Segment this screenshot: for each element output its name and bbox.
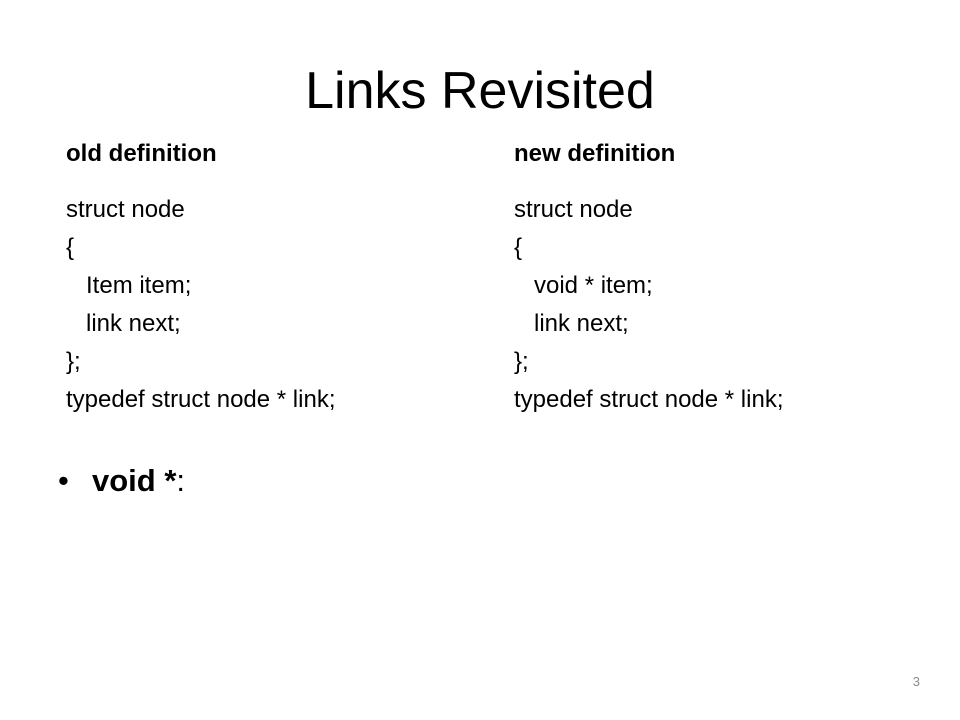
bullet-item: • void *: [58,459,185,503]
old-definition-column: old definition struct node { Item item; … [66,138,486,419]
code-line: { [66,234,75,261]
code-line: link next; [514,310,629,337]
code-line: Item item; [66,272,192,299]
old-definition-heading: old definition [66,140,217,167]
code-line: }; [66,348,81,375]
bullet-dot-icon: • [58,463,69,498]
bullet-term: void * [92,463,177,498]
new-definition-heading: new definition [514,140,676,167]
code-line: void * item; [514,272,653,299]
code-line: { [514,234,523,261]
new-definition-column: new definition struct node { void * item… [514,138,934,419]
page-number: 3 [912,674,920,689]
code-line: struct node [514,196,633,223]
bullet-list: • void *: [58,459,185,503]
code-line: typedef struct node * link; [66,386,336,413]
code-line: link next; [66,310,181,337]
bullet-suffix: : [176,463,186,498]
code-line: }; [514,348,529,375]
code-line: typedef struct node * link; [514,386,784,413]
slide-title: Links Revisited [305,62,655,120]
code-line: struct node [66,196,185,223]
